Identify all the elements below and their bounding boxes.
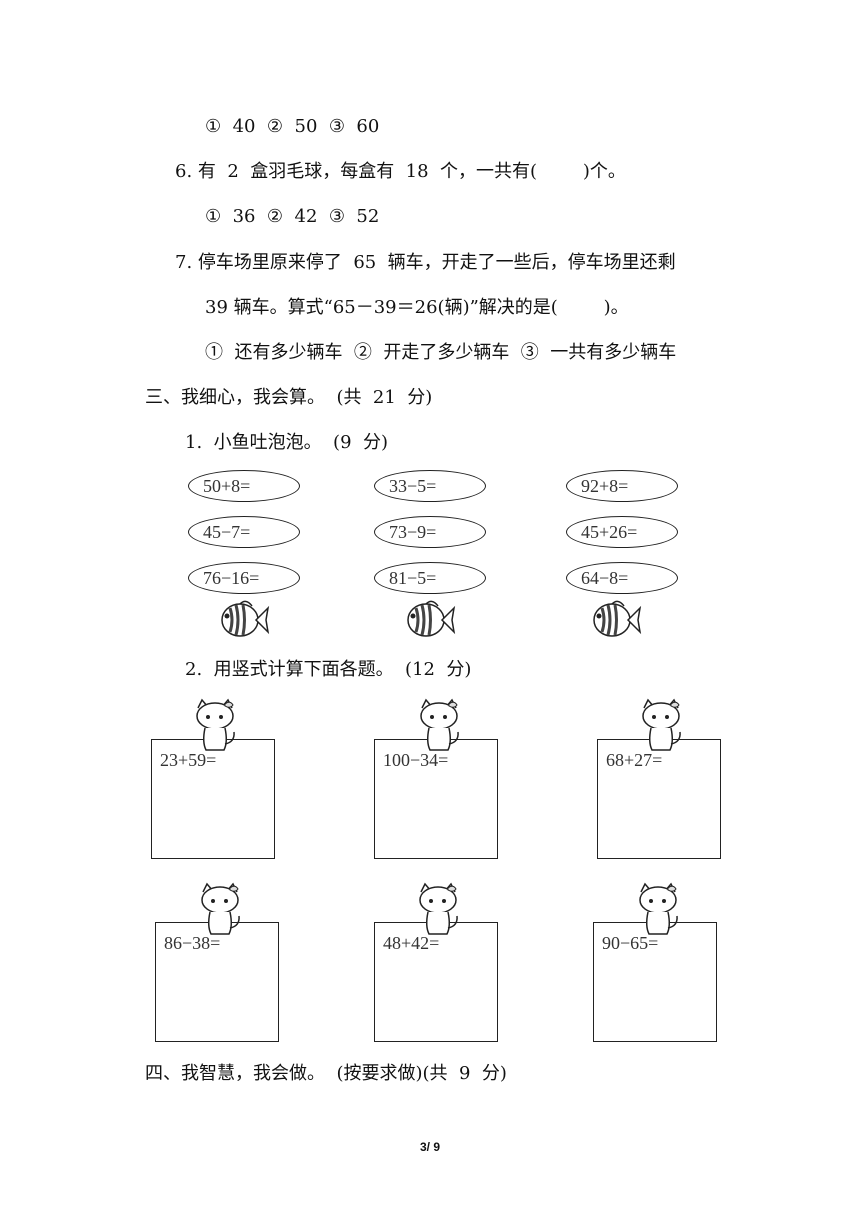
bubble-equation: 92+8= (566, 470, 678, 502)
calc-problem: 90−65= (602, 933, 659, 953)
calc-problem: 68+27= (606, 750, 663, 770)
bubble-equation: 45−7= (188, 516, 300, 548)
fish-icon (593, 600, 642, 637)
q6-options: ① 36 ② 42 ③ 52 (205, 206, 380, 227)
q6-text: 6. 有 2 盒羽毛球，每盒有 18 个，一共有( )个。 (175, 161, 626, 182)
bubble-equation: 76−16= (188, 562, 300, 594)
vertical-calc-box[interactable]: 68+27= (597, 739, 721, 859)
q7-line1: 7. 停车场里原来停了 65 辆车，开走了一些后，停车场里还剩 (175, 252, 676, 273)
calc-problem: 100−34= (383, 750, 449, 770)
vertical-calc-box[interactable]: 23+59= (151, 739, 275, 859)
vertical-calc-box[interactable]: 48+42= (374, 922, 498, 1042)
fish-icon (221, 600, 270, 637)
kitten-icon (201, 882, 240, 935)
bubble-equation: 81−5= (374, 562, 486, 594)
calc-problem: 23+59= (160, 750, 217, 770)
section4-title: 四、我智慧，我会做。 (按要求做)(共 9 分) (145, 1063, 507, 1084)
bubble-equation: 64−8= (566, 562, 678, 594)
q7-options: ① 还有多少辆车 ② 开走了多少辆车 ③ 一共有多少辆车 (205, 342, 677, 363)
kitten-icon (642, 698, 681, 751)
bubble-equation: 73−9= (374, 516, 486, 548)
bubble-equation: 50+8= (188, 470, 300, 502)
section3-title: 三、我细心，我会算。 (共 21 分) (145, 387, 433, 408)
calc-problem: 86−38= (164, 933, 221, 953)
vertical-calc-box[interactable]: 86−38= (155, 922, 279, 1042)
kitten-icon (639, 882, 678, 935)
kitten-icon (419, 882, 458, 935)
bubble-equation: 33−5= (374, 470, 486, 502)
section3-part1-title: 1. 小鱼吐泡泡。 (9 分) (185, 432, 389, 453)
calc-problem: 48+42= (383, 933, 440, 953)
kitten-icon (196, 698, 235, 751)
vertical-calc-box[interactable]: 100−34= (374, 739, 498, 859)
vertical-calc-box[interactable]: 90−65= (593, 922, 717, 1042)
fish-icon (407, 600, 456, 637)
q7-line2: 39 辆车。算式“65－39＝26(辆)”解决的是( )。 (205, 297, 629, 318)
page-number: 3/ 9 (419, 1140, 440, 1154)
section3-part2-title: 2. 用竖式计算下面各题。 (12 分) (185, 659, 472, 680)
q5-options: ① 40 ② 50 ③ 60 (205, 116, 380, 137)
kitten-icon (420, 698, 459, 751)
bubble-equation: 45+26= (566, 516, 678, 548)
